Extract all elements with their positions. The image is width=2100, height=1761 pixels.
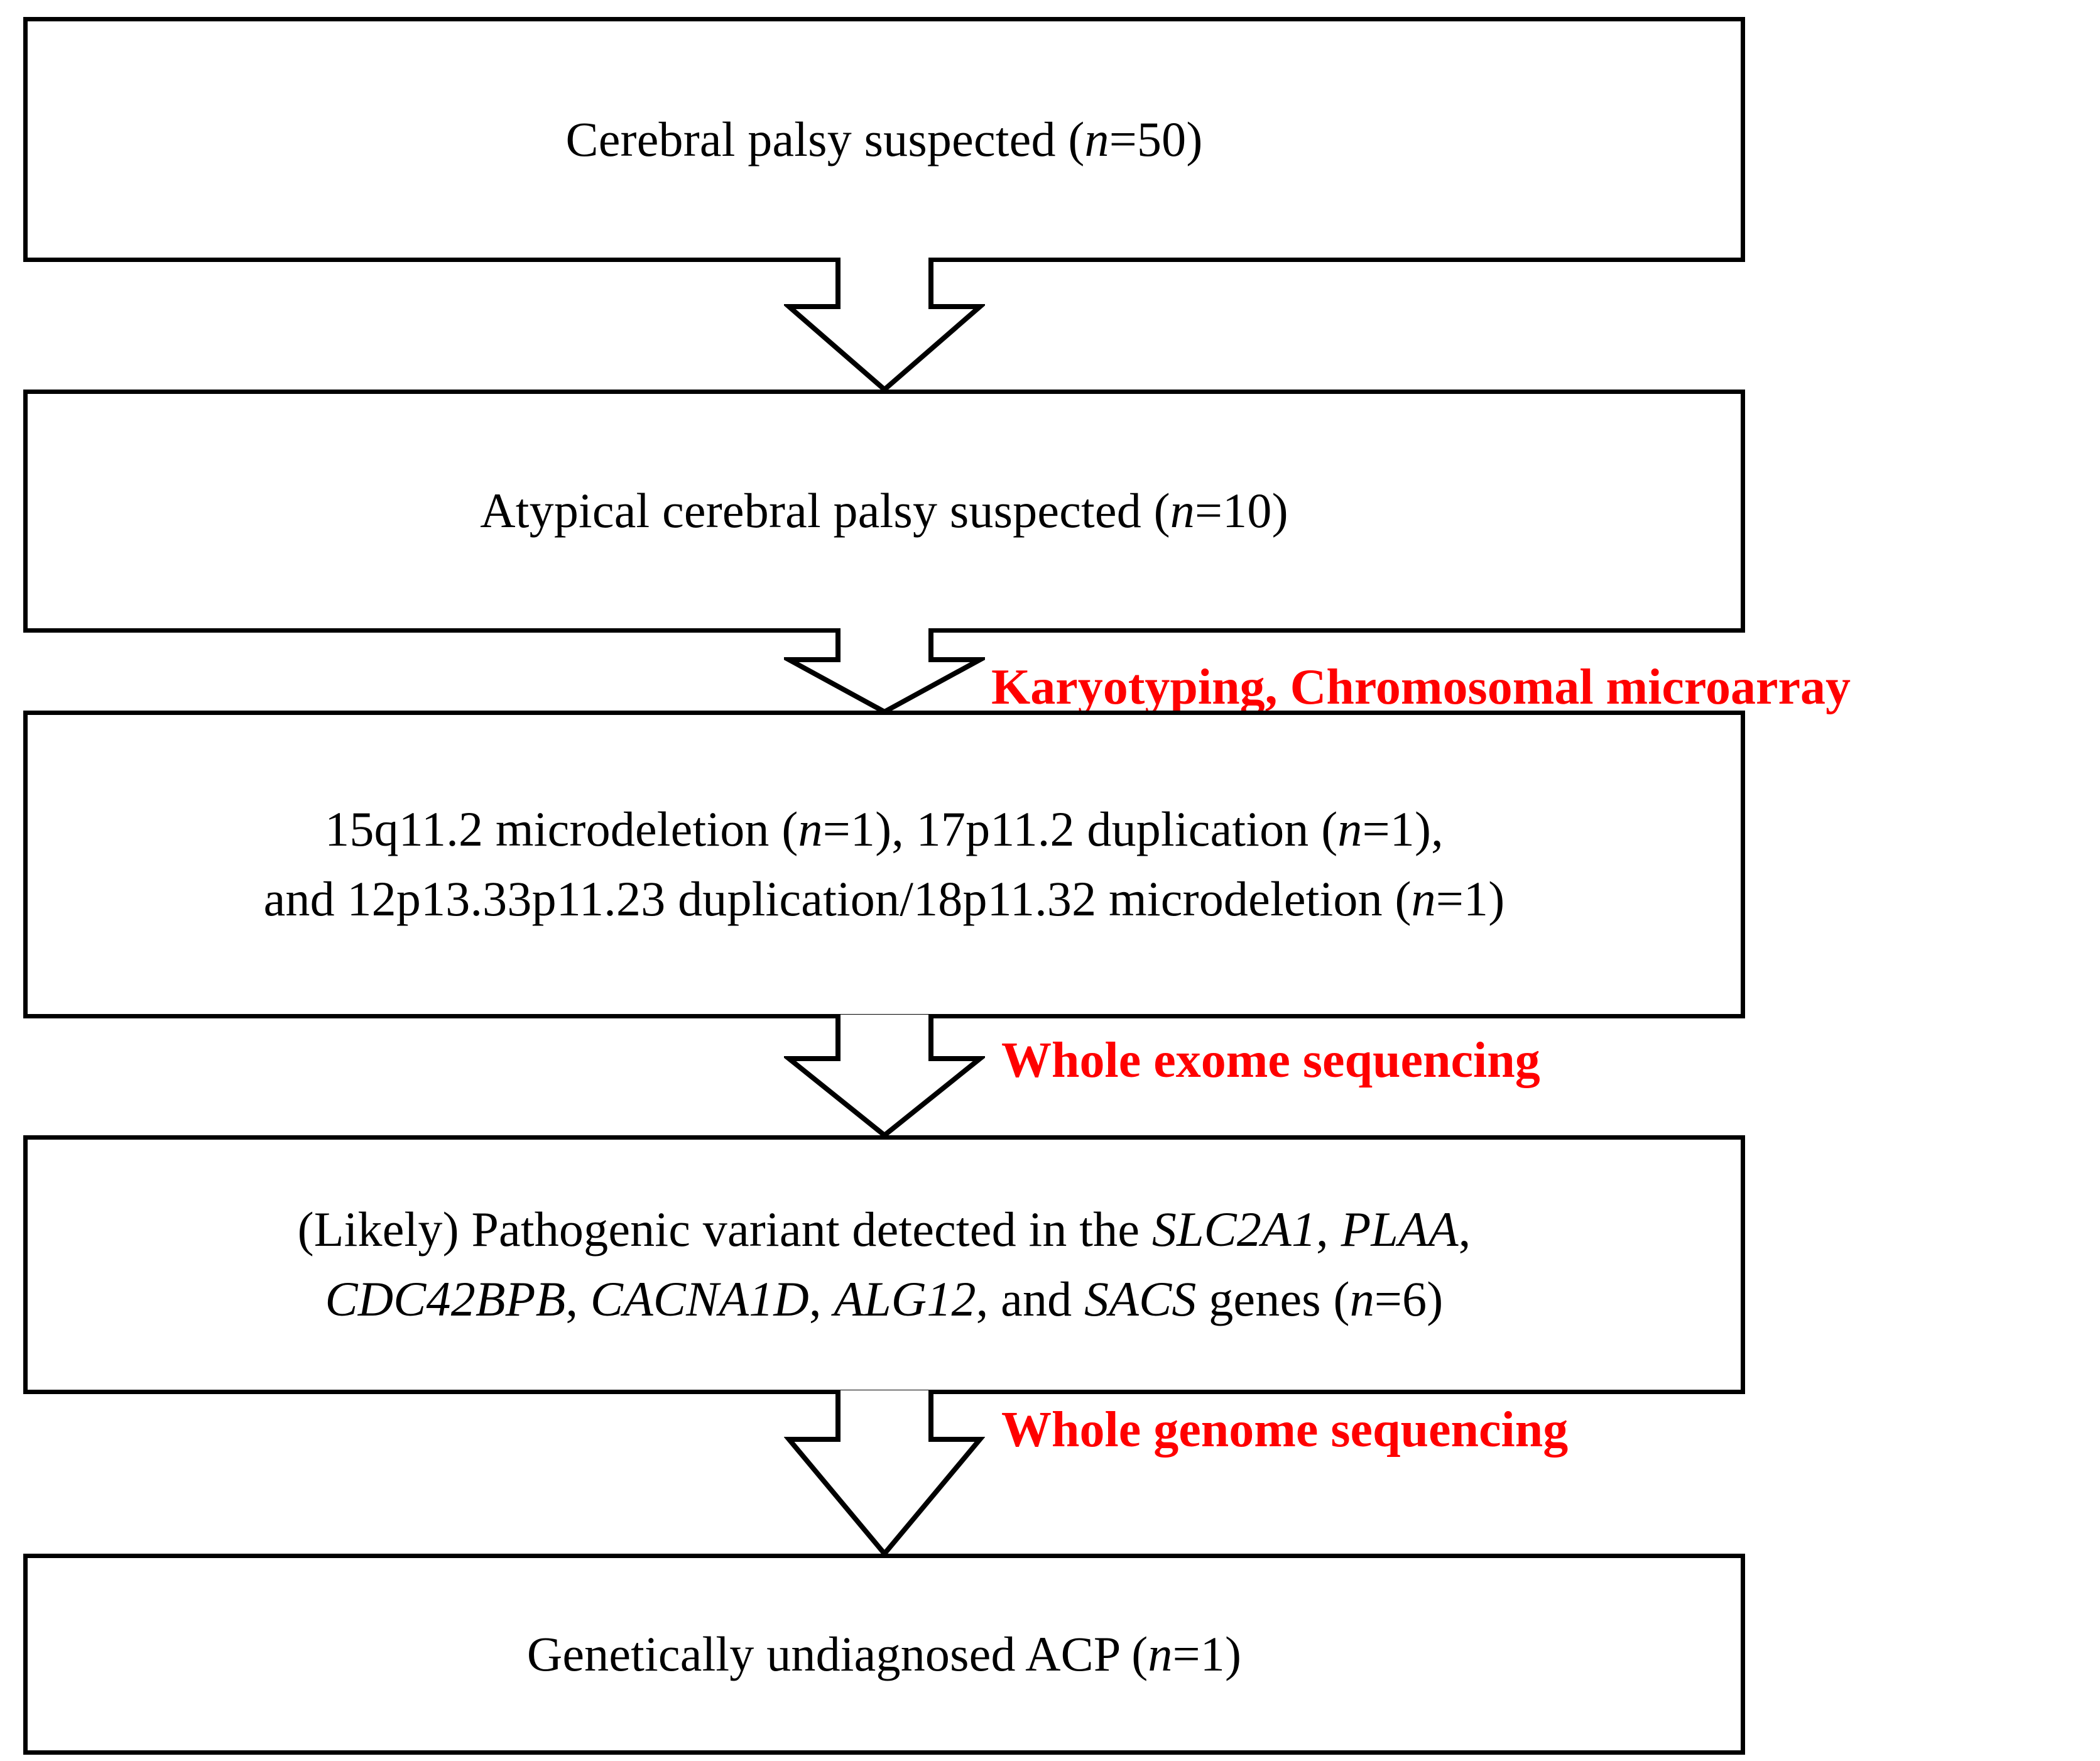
node-text-segment: Atypical cerebral palsy suspected ( [480, 483, 1170, 538]
node-text-segment: =50) [1109, 111, 1203, 166]
node-text-segment: , [1458, 1202, 1471, 1257]
node-text-segment: 15q11.2 microdeletion ( [325, 802, 798, 857]
flow-node-cerebral-palsy-suspected: Cerebral palsy suspected (n=50) [23, 17, 1745, 262]
node-text-segment: =1), 17p11.2 duplication ( [822, 802, 1338, 857]
edge-label-whole-exome-sequencing: Whole exome sequencing [1001, 1033, 1540, 1088]
node-text-segment: , [1316, 1202, 1341, 1257]
node-text-segment-italic: n [1411, 871, 1436, 926]
node-text-segment: , [808, 1272, 834, 1326]
arrow-node3-node4 [784, 1015, 985, 1139]
node-text-segment: =1) [1172, 1626, 1242, 1681]
arrow-shape [784, 1015, 985, 1139]
node-text-segment-italic: n [1349, 1272, 1374, 1326]
node-text-segment: =1), [1362, 802, 1444, 857]
node-text-line: (Likely) Pathogenic variant detected in … [298, 1195, 1471, 1265]
arrow-shape [784, 258, 985, 393]
node-text-segment-italic: n [1148, 1626, 1173, 1681]
gene-name-cacna1d: CACNA1D [590, 1272, 809, 1326]
node-text-segment-italic: n [1084, 111, 1109, 166]
node-text-segment: =6) [1374, 1272, 1444, 1326]
flow-node-chromosomal-findings: 15q11.2 microdeletion (n=1), 17p11.2 dup… [23, 711, 1745, 1018]
gene-name-sacs: SACS [1084, 1272, 1197, 1326]
node-text-segment: , and [976, 1272, 1085, 1326]
gene-name-alg12: ALG12 [834, 1272, 976, 1326]
node-text-segment: (Likely) Pathogenic variant detected in … [297, 1202, 1152, 1257]
gene-name-plaa: PLAA [1341, 1202, 1459, 1257]
node-text-segment: and 12p13.33p11.23 duplication/18p11.32 … [263, 871, 1412, 926]
node-text-segment: =1) [1435, 871, 1505, 926]
node-text-segment: genes ( [1196, 1272, 1350, 1326]
arrow-shape [784, 1390, 985, 1557]
node-text-line: CDC42BPB, CACNA1D, ALG12, and SACS genes… [325, 1265, 1444, 1334]
node-text-segment: , [565, 1272, 590, 1326]
edge-label-karyotyping-chromosomal-microarray: Karyotyping, Chromosomal microarray [991, 660, 1851, 715]
arrow-node4-node5 [784, 1390, 985, 1557]
node-text-line: 15q11.2 microdeletion (n=1), 17p11.2 dup… [325, 795, 1444, 864]
arrow-node2-node3 [784, 628, 985, 715]
node-text-segment-italic: n [1337, 802, 1363, 857]
node-text-segment: Genetically undiagnosed ACP ( [526, 1626, 1148, 1681]
gene-name-cdc42bpb: CDC42BPB [325, 1272, 566, 1326]
flow-node-genetically-undiagnosed-acp: Genetically undiagnosed ACP (n=1) [23, 1554, 1745, 1755]
node-text-segment: Cerebral palsy suspected ( [565, 111, 1085, 166]
arrow-shape [784, 628, 985, 715]
node-text-line: Genetically undiagnosed ACP (n=1) [527, 1620, 1241, 1689]
node-text-segment-italic: n [1170, 483, 1195, 538]
node-text-segment: =10) [1194, 483, 1288, 538]
flow-node-atypical-cerebral-palsy-suspected: Atypical cerebral palsy suspected (n=10) [23, 390, 1745, 633]
flow-node-pathogenic-variant-genes: (Likely) Pathogenic variant detected in … [23, 1135, 1745, 1394]
arrow-node1-node2 [784, 258, 985, 393]
node-text-line: and 12p13.33p11.23 duplication/18p11.32 … [264, 864, 1505, 934]
edge-label-whole-genome-sequencing: Whole genome sequencing [1001, 1402, 1569, 1458]
gene-name-slc2a1: SLC2A1 [1151, 1202, 1317, 1257]
node-text-segment-italic: n [798, 802, 823, 857]
node-text-line: Atypical cerebral palsy suspected (n=10) [480, 476, 1288, 546]
node-text-line: Cerebral palsy suspected (n=50) [565, 105, 1202, 175]
